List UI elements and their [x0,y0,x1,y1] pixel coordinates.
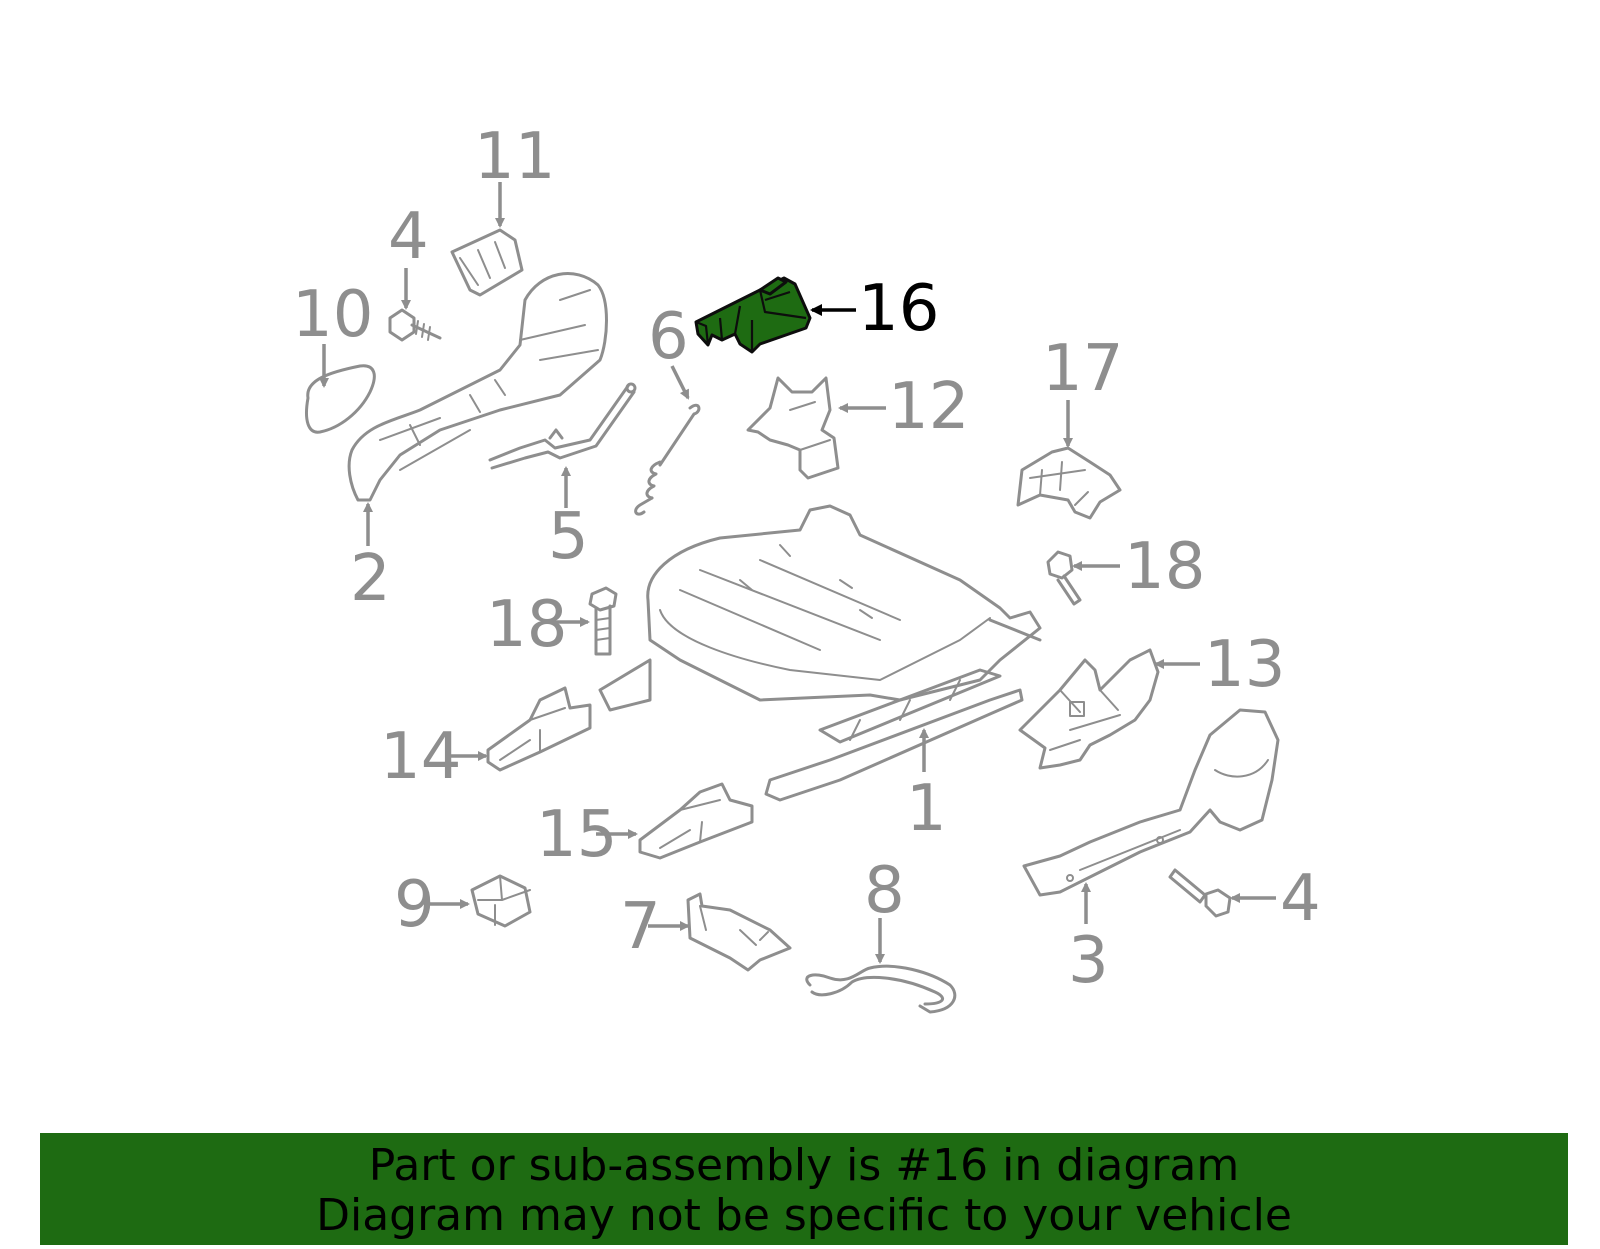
callout-6[interactable]: 6 [648,300,689,374]
callout-8[interactable]: 8 [864,854,905,928]
part-2-side-cover[interactable] [347,272,608,502]
callout-4-lower[interactable]: 4 [1280,862,1321,936]
callout-4-upper[interactable]: 4 [388,200,429,274]
part-7-bracket[interactable] [686,892,792,972]
callout-2[interactable]: 2 [350,542,391,616]
part-18-bolt-right[interactable] [1046,550,1082,606]
callout-16[interactable]: 16 [858,272,939,346]
part-16-highlighted[interactable] [694,276,812,354]
part-12-bracket[interactable] [746,376,840,480]
callout-17[interactable]: 17 [1042,332,1123,406]
callout-10[interactable]: 10 [292,278,373,352]
part-18-bolt-left[interactable] [588,586,618,656]
part-1-seat-frame[interactable] [598,504,1042,802]
callout-13[interactable]: 13 [1204,628,1285,702]
part-4-bolt-upper[interactable] [388,308,442,342]
callout-15[interactable]: 15 [536,798,617,872]
banner-line-1: Part or sub-assembly is #16 in diagram [368,1140,1240,1191]
callout-18-left[interactable]: 18 [486,588,567,662]
part-8-cable[interactable] [805,964,957,1014]
part-6-spring[interactable] [634,403,701,516]
part-15-cap[interactable] [638,782,754,860]
banner-line-2: Diagram may not be specific to your vehi… [316,1190,1292,1241]
callout-labels: 11 4 10 2 5 6 16 12 17 18 18 13 1 14 15 … [292,120,1321,998]
callout-18-right[interactable]: 18 [1124,530,1205,604]
part-14-cap[interactable] [486,686,592,772]
callout-7[interactable]: 7 [620,890,661,964]
part-11-bracket[interactable] [450,228,524,297]
callout-1[interactable]: 1 [906,772,947,846]
part-13-bracket[interactable] [1018,648,1160,770]
part-9-block[interactable] [470,874,532,928]
info-banner: Part or sub-assembly is #16 in diagram D… [40,1133,1568,1245]
callout-5[interactable]: 5 [548,500,589,574]
callout-12[interactable]: 12 [888,370,969,444]
part-4-bolt-lower[interactable] [1168,868,1232,918]
part-3-side-cover[interactable] [1022,708,1280,897]
callout-9[interactable]: 9 [394,868,435,942]
callout-14[interactable]: 14 [380,720,461,794]
part-10-cover[interactable] [305,364,376,434]
part-5-rod[interactable] [488,382,637,470]
leader-lines [319,182,1276,964]
callout-11[interactable]: 11 [474,120,555,194]
part-17-bracket[interactable] [1016,446,1122,520]
callout-3[interactable]: 3 [1068,924,1109,998]
